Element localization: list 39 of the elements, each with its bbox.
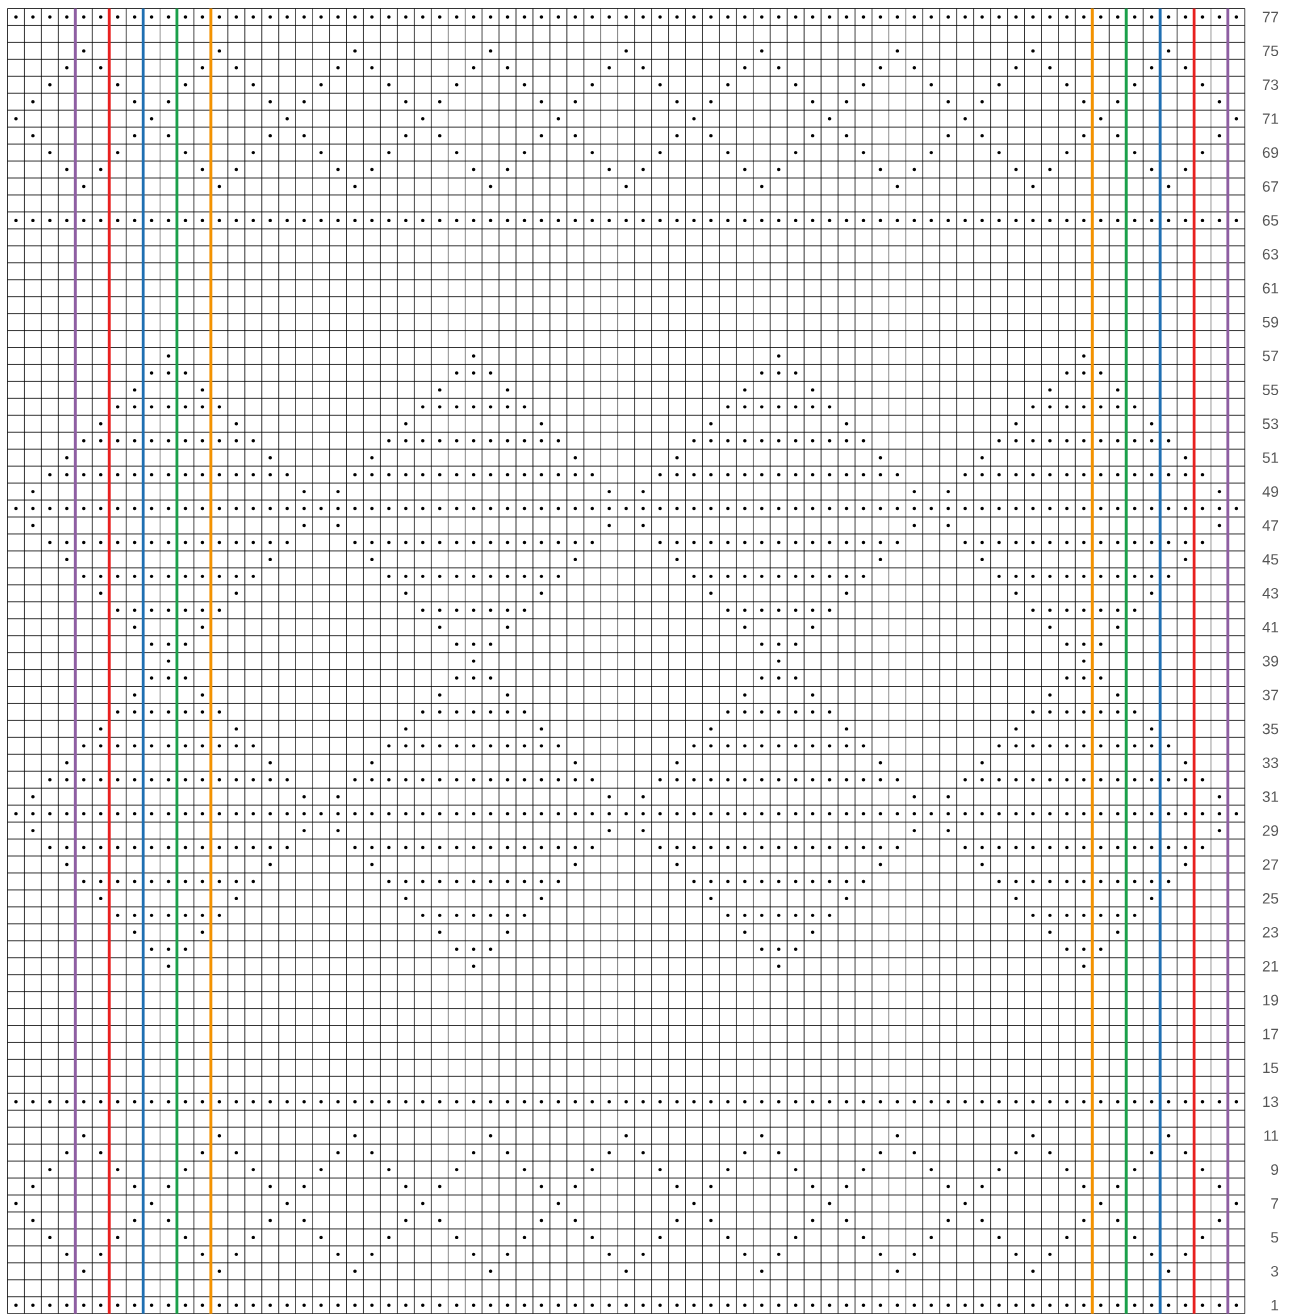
row-number: 63: [1262, 248, 1279, 260]
row-number: 7: [1271, 1198, 1279, 1209]
row-number: 5: [1271, 1232, 1279, 1243]
row-number: 21: [1262, 960, 1279, 972]
row-number: 37: [1262, 689, 1279, 701]
row-number: 23: [1262, 926, 1279, 938]
row-number: 9: [1271, 1164, 1279, 1175]
row-number: 71: [1262, 113, 1279, 124]
row-number: 67: [1262, 181, 1279, 192]
row-number: 69: [1262, 147, 1279, 158]
row-number: 47: [1262, 520, 1279, 531]
row-number: 29: [1262, 825, 1279, 836]
row-number: 41: [1262, 622, 1279, 633]
row-number: 25: [1262, 893, 1279, 904]
row-number: 11: [1264, 1130, 1279, 1141]
row-number: 77: [1262, 11, 1279, 23]
row-number: 15: [1263, 1062, 1279, 1074]
row-number: 13: [1263, 1096, 1279, 1108]
row-number: 27: [1262, 859, 1279, 870]
row-number: 75: [1262, 45, 1279, 57]
row-number: 33: [1262, 757, 1279, 769]
row-number: 39: [1262, 655, 1279, 667]
row-number: 45: [1262, 554, 1279, 565]
row-number: 1: [1271, 1300, 1279, 1311]
row-number: 43: [1262, 587, 1279, 599]
row-number: 53: [1262, 418, 1279, 430]
row-number: 17: [1263, 1028, 1279, 1040]
row-number: 59: [1262, 316, 1279, 328]
row-number: 31: [1262, 791, 1279, 802]
row-number: 73: [1262, 79, 1279, 91]
row-number: 55: [1262, 384, 1279, 396]
row-number: 65: [1262, 215, 1279, 226]
row-number: 35: [1262, 723, 1279, 735]
row-number: 49: [1262, 486, 1279, 497]
row-number: 61: [1262, 282, 1279, 294]
row-number: 57: [1262, 350, 1279, 362]
row-number: 3: [1271, 1265, 1279, 1277]
row-number: 51: [1262, 452, 1279, 463]
row-number: 19: [1263, 994, 1279, 1006]
